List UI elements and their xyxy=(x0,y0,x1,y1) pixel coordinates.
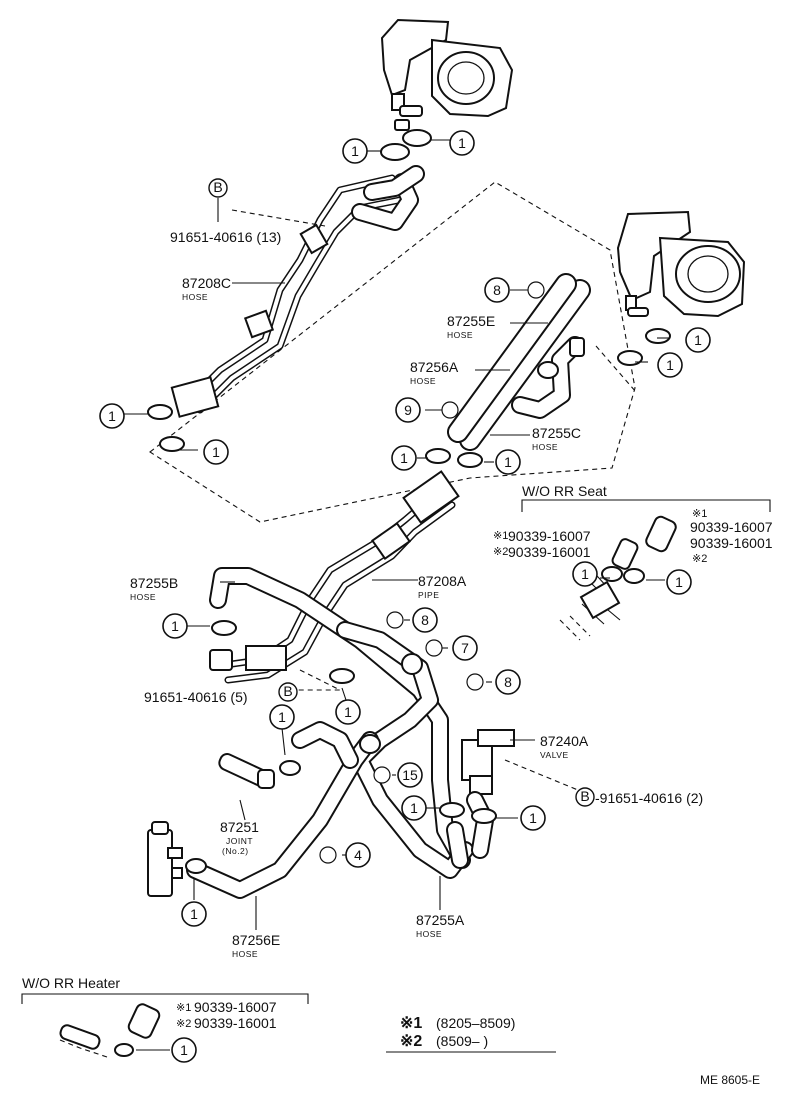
part-labels: 91651-40616 (13) 87208C HOSE 87255E HOSE… xyxy=(130,229,703,959)
part-number-87255c: 87255C xyxy=(532,425,581,441)
clamps xyxy=(147,129,671,874)
part-type-hose: HOSE xyxy=(232,949,258,959)
part-type-hose: HOSE xyxy=(532,442,558,452)
legend-mark-1: ※1 xyxy=(400,1015,422,1032)
wo-rr-seat-title: W/O RR Seat xyxy=(522,483,607,499)
part-number-90339-16001: 90339-16001 xyxy=(690,535,773,551)
callout-1: 1 xyxy=(351,143,359,159)
legend-mark-2: ※2 xyxy=(400,1033,422,1050)
wo-rr-heater-labels: W/O RR Heater ※1 90339-16007 ※2 90339-16… xyxy=(22,975,277,1031)
callout-8: 8 xyxy=(504,674,512,690)
callout-1: 1 xyxy=(410,800,418,816)
callout-1: 1 xyxy=(529,810,537,826)
heater-unit-top xyxy=(380,18,514,131)
legend: ※1 (8205–8509) ※2 (8509– ) xyxy=(386,1015,556,1053)
valve-87240a xyxy=(446,729,515,869)
part-type-joint: JOINT xyxy=(226,836,253,846)
part-number-87208c: 87208C xyxy=(182,275,231,291)
callout-1: 1 xyxy=(458,135,466,151)
callout-b: B xyxy=(213,179,222,195)
part-number-90339-16007: 90339-16007 xyxy=(194,999,277,1015)
joint-87251 xyxy=(218,753,275,789)
part-number-91651-40616-13: 91651-40616 (13) xyxy=(170,229,281,245)
legend-range-2: (8509– ) xyxy=(436,1033,488,1049)
part-number-87255e: 87255E xyxy=(447,313,495,329)
part-type-hose: HOSE xyxy=(182,292,208,302)
callout-8: 8 xyxy=(493,282,501,298)
part-type-valve: VALVE xyxy=(540,750,569,760)
callout-1: 1 xyxy=(581,566,589,582)
callout-1: 1 xyxy=(180,1042,188,1058)
wo-rr-seat-inset xyxy=(521,499,771,641)
part-number-87240a: 87240A xyxy=(540,733,589,749)
heater-unit-right xyxy=(616,210,746,318)
part-type-hose: HOSE xyxy=(416,929,442,939)
dashed-group-outline xyxy=(149,181,636,523)
part-type-hose: HOSE xyxy=(447,330,473,340)
part-type-hose: HOSE xyxy=(130,592,156,602)
callout-1: 1 xyxy=(694,332,702,348)
part-number-90339-16007: 90339-16007 xyxy=(690,519,773,535)
legend-range-1: (8205–8509) xyxy=(436,1015,515,1031)
leader-lines xyxy=(124,139,670,1051)
callout-15: 15 xyxy=(402,767,418,783)
callout-circles xyxy=(99,130,711,1063)
mark-2: ※2 xyxy=(493,546,508,558)
part-number-90339-16001: 90339-16001 xyxy=(508,544,591,560)
hose-87256e xyxy=(186,721,381,899)
callout-8: 8 xyxy=(421,612,429,628)
mark-1: ※1 xyxy=(692,508,707,520)
part-number-91651-40616-5: 91651-40616 (5) xyxy=(144,689,248,705)
wo-rr-heater-title: W/O RR Heater xyxy=(22,975,120,991)
part-number-87251: 87251 xyxy=(220,819,259,835)
wo-rr-seat-labels: W/O RR Seat ※1 90339-16007 90339-16001 ※… xyxy=(493,483,773,565)
part-number-87256e: 87256E xyxy=(232,932,280,948)
callout-1: 1 xyxy=(108,408,116,424)
callout-1: 1 xyxy=(400,450,408,466)
callout-1: 1 xyxy=(675,574,683,590)
callout-1: 1 xyxy=(278,709,286,725)
callout-9: 9 xyxy=(404,402,412,418)
callout-1: 1 xyxy=(190,906,198,922)
mark-2: ※2 xyxy=(176,1018,191,1030)
callout-1: 1 xyxy=(666,357,674,373)
callout-1: 1 xyxy=(212,444,220,460)
part-number-87255b: 87255B xyxy=(130,575,178,591)
hose-group-upper-right xyxy=(447,273,591,451)
callout-1: 1 xyxy=(344,704,352,720)
part-number-87255a: 87255A xyxy=(416,912,465,928)
callout-1: 1 xyxy=(504,454,512,470)
part-number-91651-40616-2: -91651-40616 (2) xyxy=(595,790,703,806)
wo-rr-heater-inset xyxy=(21,993,309,1057)
part-type-no2: (No.2) xyxy=(222,846,249,856)
callout-b: B xyxy=(283,683,292,699)
pipe-87208a xyxy=(209,470,460,684)
mark-1: ※1 xyxy=(493,530,508,542)
callout-4: 4 xyxy=(354,847,362,863)
part-number-90339-16001: 90339-16001 xyxy=(194,1015,277,1031)
callout-1: 1 xyxy=(171,618,179,634)
part-number-87256a: 87256A xyxy=(410,359,459,375)
callout-7: 7 xyxy=(461,640,469,656)
diagram-code: ME 8605-E xyxy=(700,1073,760,1087)
tee-fitting-left xyxy=(147,821,183,897)
part-type-pipe: PIPE xyxy=(418,590,439,600)
mark-2: ※2 xyxy=(692,553,707,565)
mark-1: ※1 xyxy=(176,1002,191,1014)
callout-numbers: 1 1 B 8 9 1 1 1 1 1 1 1 1 1 8 7 8 B 1 1 … xyxy=(108,135,702,1058)
part-number-87208a: 87208A xyxy=(418,573,467,589)
part-number-90339-16007: 90339-16007 xyxy=(508,528,591,544)
pipe-87208c xyxy=(170,165,425,418)
callout-b: B xyxy=(580,788,589,804)
part-type-hose: HOSE xyxy=(410,376,436,386)
